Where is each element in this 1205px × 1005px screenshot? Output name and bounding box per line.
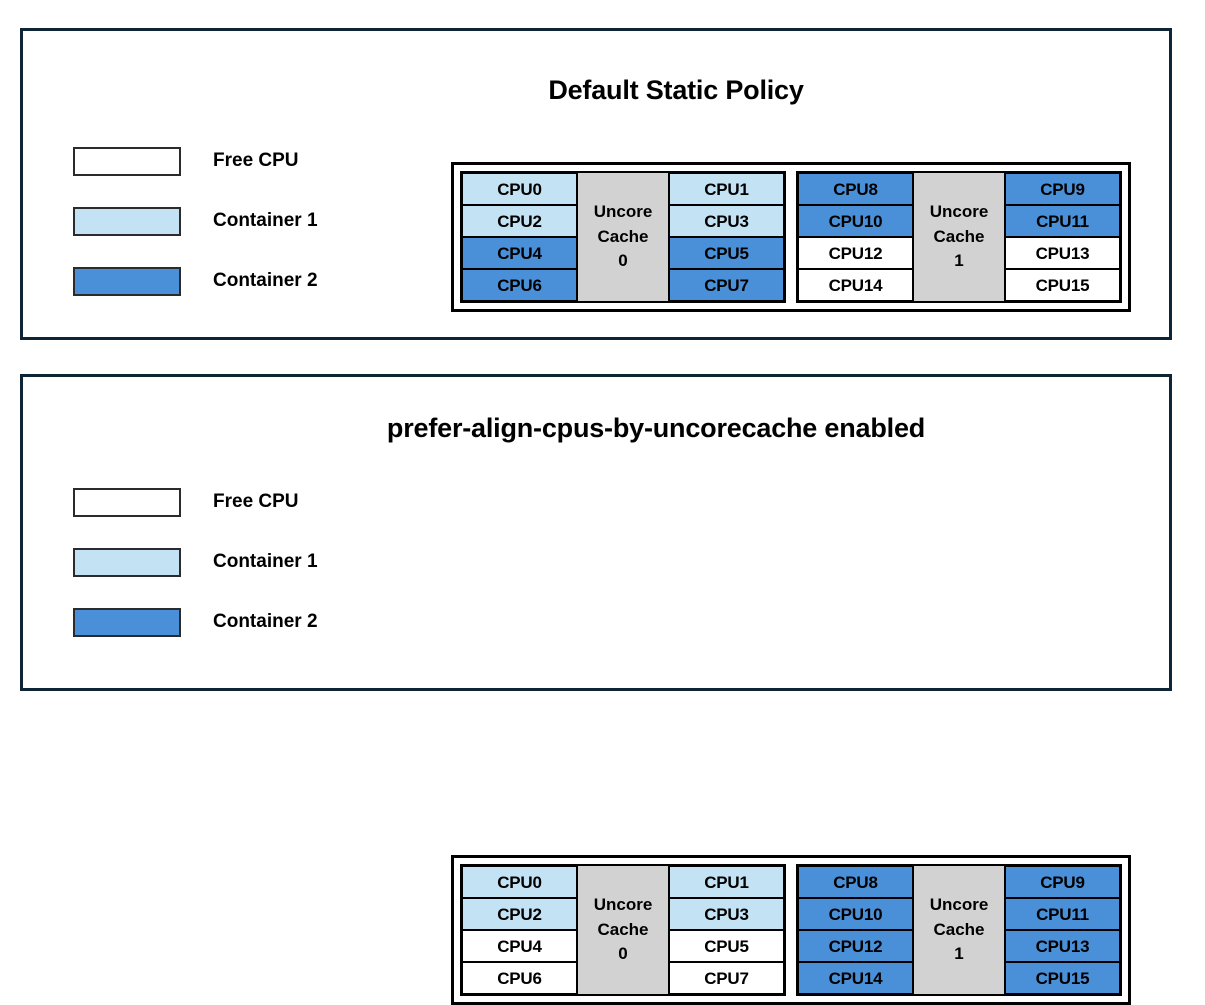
cpu-column-right: CPU1 CPU3 CPU5 CPU7 [669,866,784,994]
cpu-cell: CPU14 [798,962,913,994]
cpu-column-left: CPU0 CPU2 CPU4 CPU6 [462,866,577,994]
uncore-cache-label-0: Uncore Cache 0 [577,866,669,994]
cpu-column-left: CPU0 CPU2 CPU4 CPU6 [462,173,577,301]
cache-name-line-2: Cache [597,919,649,939]
cpu-cell: CPU13 [1005,930,1120,962]
cache-name-line-1: Uncore [929,895,989,915]
uncore-cache-label-1: Uncore Cache 1 [913,866,1005,994]
legend-swatch-container-1 [73,206,181,236]
legend-swatch-free-cpu [73,487,181,517]
cpu-cell: CPU0 [462,173,577,205]
cpu-cell: CPU15 [1005,962,1120,994]
legend-item-container-2: Container 2 [73,251,318,311]
cache-name-line-2: Cache [597,226,649,246]
cpu-cell: CPU7 [669,962,784,994]
cpu-column-right: CPU9 CPU11 CPU13 CPU15 [1005,173,1120,301]
cpu-cell: CPU3 [669,898,784,930]
legend-swatch-container-2 [73,266,181,296]
cpu-cell: CPU2 [462,205,577,237]
cpu-cell: CPU12 [798,930,913,962]
legend-label-container-1: Container 1 [213,210,318,231]
legend-label-free-cpu: Free CPU [213,150,299,171]
cpu-cell: CPU0 [462,866,577,898]
cache-group-1: CPU8 CPU10 CPU12 CPU14 Uncore Cache 1 CP… [796,864,1122,996]
cache-group-0: CPU0 CPU2 CPU4 CPU6 Uncore Cache 0 CPU1 … [460,171,786,303]
legend-label-container-1: Container 1 [213,551,318,572]
cpu-cell: CPU11 [1005,205,1120,237]
legend-swatch-container-1 [73,547,181,577]
cpu-cell: CPU6 [462,269,577,301]
legend-swatch-free-cpu [73,146,181,176]
cpu-cell: CPU6 [462,962,577,994]
legend-item-free-cpu: Free CPU [73,131,318,191]
cpu-cell: CPU5 [669,930,784,962]
cpu-cell: CPU14 [798,269,913,301]
cache-name-line-1: Uncore [593,202,653,222]
cache-name-line-1: Uncore [929,202,989,222]
cache-index: 1 [954,944,964,964]
cache-index: 0 [618,944,628,964]
legend-item-container-2: Container 2 [73,592,318,652]
cpu-cell: CPU15 [1005,269,1120,301]
uncore-cache-label-1: Uncore Cache 1 [913,173,1005,301]
cpu-cell: CPU10 [798,898,913,930]
legend-label-container-2: Container 2 [213,270,318,291]
legend-item-free-cpu: Free CPU [73,472,318,532]
cpu-topology-diagram-bottom: CPU0 CPU2 CPU4 CPU6 Uncore Cache 0 CPU1 … [451,855,1131,1005]
legend-item-container-1: Container 1 [73,532,318,592]
legend-bottom: Free CPU Container 1 Container 2 [73,472,318,652]
legend-label-container-2: Container 2 [213,611,318,632]
diagram-page: Default Static Policy Free CPU Container… [20,28,1172,1005]
cache-name-line-2: Cache [933,226,985,246]
cpu-cell: CPU1 [669,173,784,205]
cpu-cell: CPU4 [462,930,577,962]
cache-group-0: CPU0 CPU2 CPU4 CPU6 Uncore Cache 0 CPU1 … [460,864,786,996]
cpu-cell: CPU9 [1005,866,1120,898]
cache-index: 1 [954,251,964,271]
cpu-cell: CPU5 [669,237,784,269]
cpu-column-left: CPU8 CPU10 CPU12 CPU14 [798,173,913,301]
cpu-topology-diagram-top: CPU0 CPU2 CPU4 CPU6 Uncore Cache 0 CPU1 … [451,162,1131,312]
cpu-cell: CPU8 [798,173,913,205]
legend-swatch-container-2 [73,607,181,637]
cpu-cell: CPU7 [669,269,784,301]
cache-name-line-1: Uncore [593,895,653,915]
uncore-cache-label-0: Uncore Cache 0 [577,173,669,301]
cpu-cell: CPU2 [462,898,577,930]
panel-prefer-align-cpus-by-uncorecache: prefer-align-cpus-by-uncorecache enabled… [20,374,1172,1005]
cpu-cell: CPU13 [1005,237,1120,269]
cache-name-line-2: Cache [933,919,985,939]
cpu-column-left: CPU8 CPU10 CPU12 CPU14 [798,866,913,994]
cpu-cell: CPU10 [798,205,913,237]
cpu-cell: CPU12 [798,237,913,269]
legend-item-container-1: Container 1 [73,191,318,251]
legend-label-free-cpu: Free CPU [213,491,299,512]
page-title-top: Default Static Policy [548,75,804,105]
legend-top: Free CPU Container 1 Container 2 [73,131,318,311]
cpu-column-right: CPU1 CPU3 CPU5 CPU7 [669,173,784,301]
cpu-cell: CPU4 [462,237,577,269]
cache-index: 0 [618,251,628,271]
page-title-bottom: prefer-align-cpus-by-uncorecache enabled [386,413,926,443]
cpu-cell: CPU3 [669,205,784,237]
cpu-cell: CPU9 [1005,173,1120,205]
panel-default-static-policy: Default Static Policy Free CPU Container… [20,28,1172,340]
cpu-column-right: CPU9 CPU11 CPU13 CPU15 [1005,866,1120,994]
cpu-cell: CPU8 [798,866,913,898]
cpu-cell: CPU1 [669,866,784,898]
cache-group-1: CPU8 CPU10 CPU12 CPU14 Uncore Cache 1 CP… [796,171,1122,303]
cpu-cell: CPU11 [1005,898,1120,930]
